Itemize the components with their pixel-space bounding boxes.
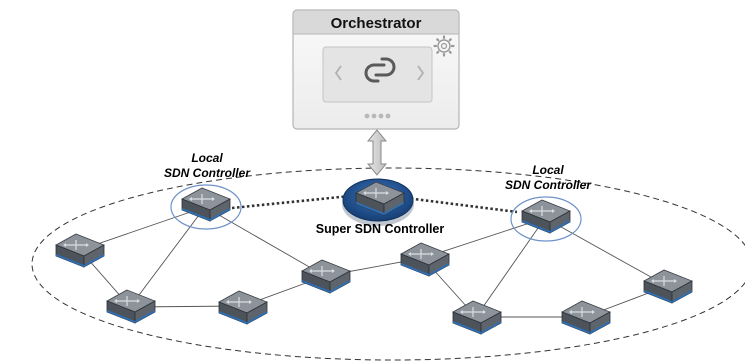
chevron-right-icon	[417, 65, 425, 81]
super-controller	[342, 178, 414, 226]
switch	[643, 269, 693, 304]
left-controller-label-line1: Local	[191, 151, 223, 165]
switch	[561, 300, 611, 335]
switch	[106, 289, 156, 324]
orchestrator-panel: Orchestrator	[292, 9, 460, 130]
super-controller-label: Super SDN Controller	[316, 222, 445, 236]
switch	[452, 300, 502, 335]
right-controller-label-line1: Local	[532, 163, 564, 177]
link-icon	[364, 57, 396, 83]
page-indicator	[364, 113, 391, 119]
left-controller-ring	[170, 184, 242, 230]
right-controller-label-line2: SDN Controller	[505, 178, 592, 192]
left-controller-label-line2: SDN Controller	[164, 166, 251, 180]
right-controller-ring	[510, 196, 582, 242]
switch	[55, 233, 105, 268]
switch	[218, 290, 268, 325]
control-links	[231, 194, 518, 214]
chevron-left-icon	[334, 65, 342, 81]
orchestrator-title: Orchestrator	[331, 15, 422, 32]
switch-left-controller	[181, 187, 231, 222]
switch	[301, 259, 351, 294]
gear-icon	[433, 35, 455, 57]
orchestrator-link-arrow	[366, 129, 388, 176]
switch	[400, 242, 450, 277]
